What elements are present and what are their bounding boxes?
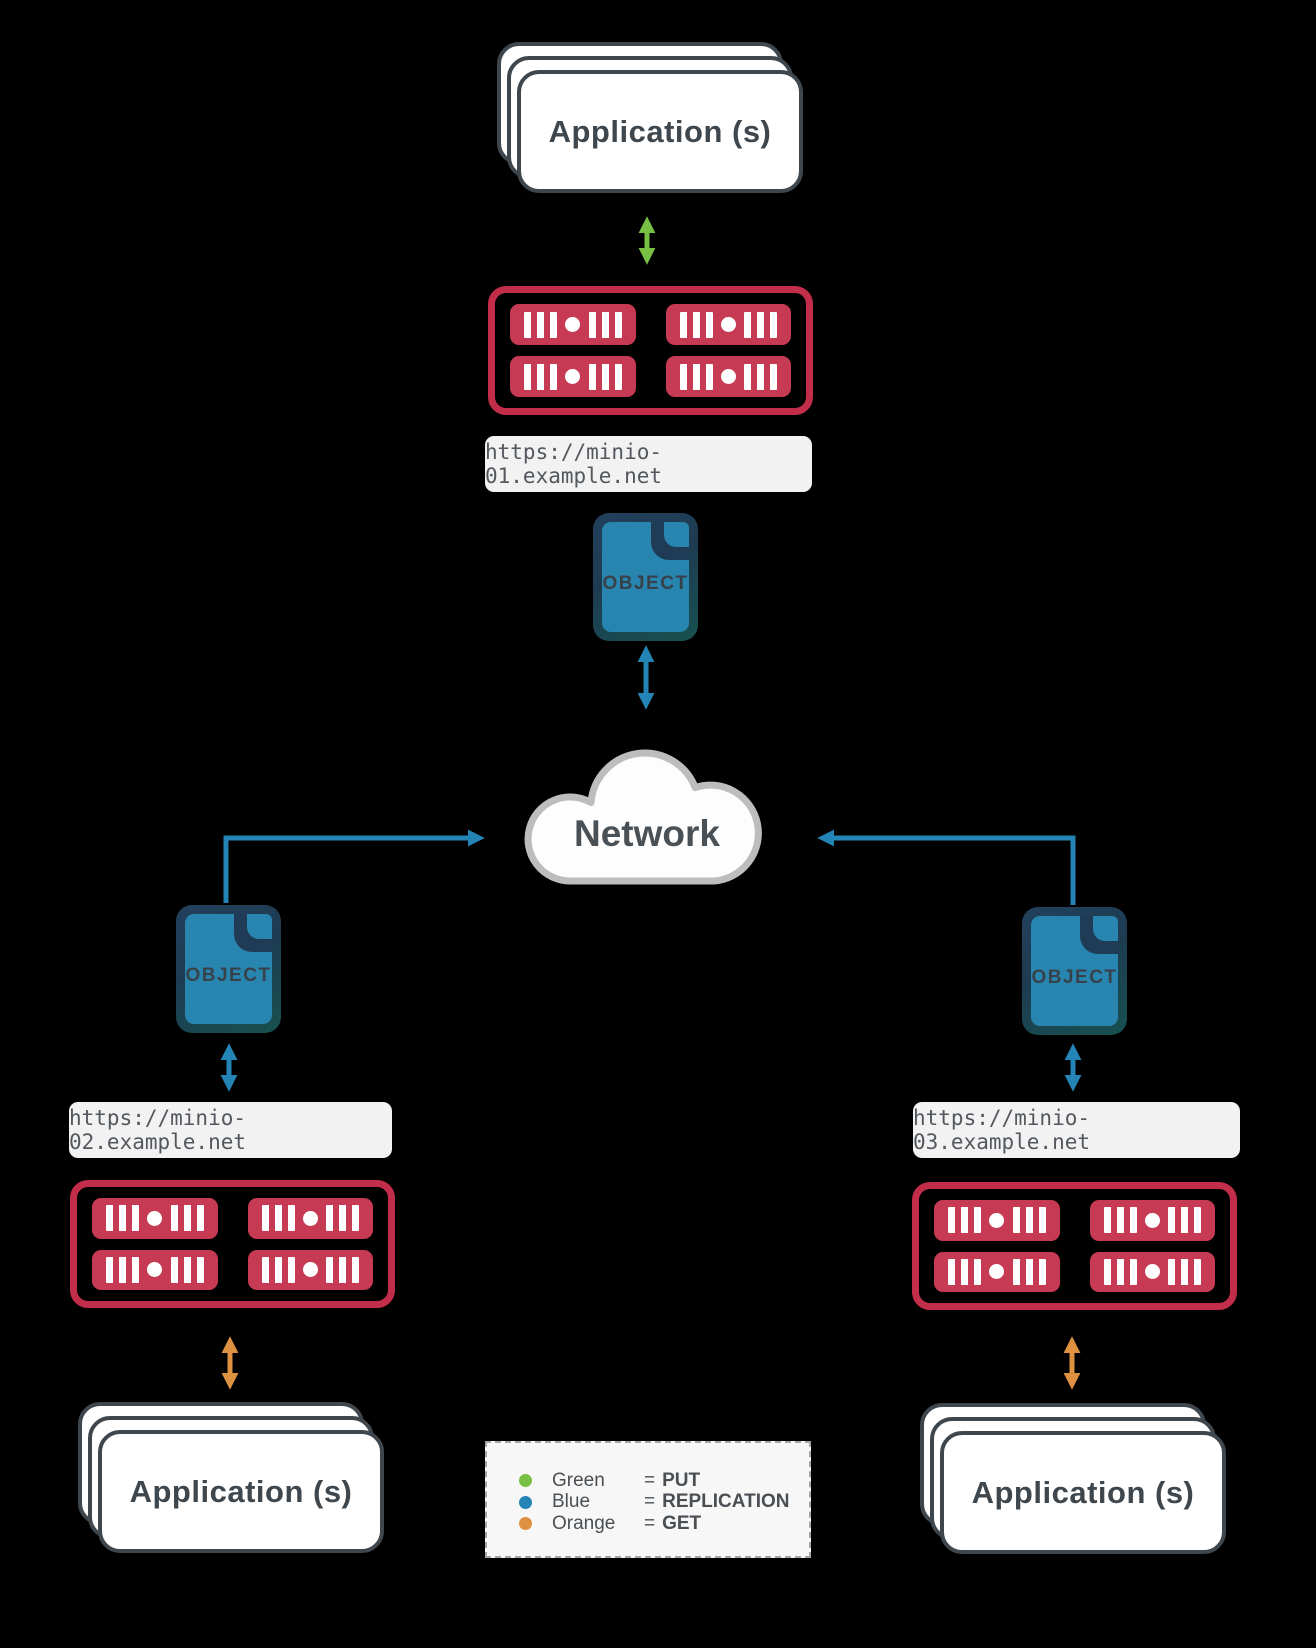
led-dot-icon	[565, 317, 581, 332]
drive-bars-icon	[588, 311, 622, 338]
server-node	[92, 1249, 218, 1290]
application-label: Application (s)	[548, 113, 772, 149]
object-file-icon-top: OBJECT	[593, 513, 698, 641]
server-node	[247, 1198, 373, 1239]
legend: Green = PUT Blue = REPLICATION Orange = …	[485, 1441, 811, 1558]
application-stack-top: Application (s)	[497, 42, 803, 193]
drive-bars-icon	[744, 363, 777, 390]
led-dot-icon	[147, 1210, 163, 1226]
led-dot-icon	[1144, 1212, 1160, 1228]
application-stack-left: Application (s)	[78, 1402, 384, 1553]
legend-color-name: Green	[552, 1469, 605, 1491]
led-dot-icon	[1144, 1264, 1160, 1280]
server-node	[1089, 1251, 1215, 1292]
drive-bars-icon	[948, 1258, 981, 1285]
led-dot-icon	[720, 369, 736, 384]
server-node	[510, 356, 636, 397]
object-label: OBJECT	[185, 965, 272, 986]
object-file-icon-right: OBJECT	[1022, 907, 1127, 1035]
server-cluster-icon-left	[70, 1180, 395, 1308]
network-cloud-icon: Network	[518, 727, 776, 889]
drive-bars-icon	[106, 1256, 139, 1283]
legend-equals: =	[644, 1491, 656, 1513]
drive-bars-icon	[744, 311, 777, 338]
led-dot-icon	[565, 369, 581, 384]
led-dot-icon	[989, 1212, 1005, 1228]
application-card-front: Application (s)	[940, 1431, 1226, 1554]
drive-bars-icon	[326, 1205, 359, 1232]
drive-bars-icon	[1168, 1207, 1201, 1234]
drive-bars-icon	[588, 363, 622, 390]
drive-bars-icon	[948, 1207, 981, 1234]
led-dot-icon	[720, 317, 736, 332]
drive-bars-icon	[106, 1205, 139, 1232]
drive-bars-icon	[170, 1205, 204, 1232]
drive-bars-icon	[261, 1205, 295, 1232]
legend-row-orange: Orange = GET	[519, 1513, 809, 1535]
legend-row-blue: Blue = REPLICATION	[519, 1491, 809, 1514]
legend-color-name: Blue	[552, 1491, 591, 1513]
server-node	[665, 304, 791, 345]
led-dot-icon	[302, 1262, 318, 1278]
server-node	[247, 1249, 373, 1290]
server-node	[510, 304, 636, 345]
server-node	[665, 356, 791, 397]
url-text: https://minio-02.example.net	[69, 1106, 247, 1154]
drive-bars-icon	[1012, 1207, 1046, 1234]
led-dot-icon	[302, 1210, 318, 1226]
object-file-icon-left: OBJECT	[176, 905, 281, 1033]
url-text: https://minio-03.example.net	[913, 1106, 1091, 1154]
legend-row-green: Green = PUT	[519, 1470, 809, 1492]
endpoint-url-minio-03: https://minio-03.example.net	[913, 1102, 1240, 1158]
application-label: Application (s)	[971, 1474, 1195, 1510]
server-cluster-icon-right	[912, 1182, 1237, 1310]
object-label: OBJECT	[1031, 967, 1118, 988]
endpoint-url-minio-01: https://minio-01.example.net	[485, 436, 812, 492]
drive-bars-icon	[326, 1256, 359, 1283]
drive-bars-icon	[524, 311, 557, 338]
object-label: OBJECT	[602, 573, 689, 594]
led-dot-icon	[147, 1262, 163, 1278]
legend-value: REPLICATION	[662, 1491, 790, 1513]
network-label: Network	[574, 813, 720, 854]
drive-bars-icon	[170, 1256, 204, 1283]
legend-value: PUT	[662, 1469, 701, 1491]
drive-bars-icon	[1012, 1258, 1046, 1285]
server-cluster-icon-top	[488, 286, 813, 415]
server-node	[934, 1251, 1060, 1292]
legend-color-name: Orange	[552, 1512, 616, 1534]
folded-corner-flap	[1093, 916, 1118, 941]
endpoint-url-minio-02: https://minio-02.example.net	[69, 1102, 392, 1158]
drive-bars-icon	[1103, 1258, 1137, 1285]
legend-value: GET	[662, 1512, 702, 1534]
cloud-shape	[524, 749, 762, 885]
server-node	[1089, 1200, 1215, 1241]
application-stack-right: Application (s)	[920, 1403, 1226, 1554]
legend-dot-blue	[519, 1495, 532, 1509]
drive-bars-icon	[1168, 1258, 1201, 1285]
folded-corner-flap	[247, 914, 272, 939]
led-dot-icon	[989, 1264, 1005, 1280]
drive-bars-icon	[1103, 1207, 1137, 1234]
application-card-front: Application (s)	[517, 70, 803, 193]
legend-dot-orange	[519, 1517, 532, 1531]
drive-bars-icon	[679, 311, 713, 338]
url-text: https://minio-01.example.net	[485, 440, 663, 488]
legend-dot-green	[519, 1474, 532, 1488]
legend-equals: =	[644, 1512, 656, 1534]
replication-arrow-right-to-network	[817, 829, 1076, 905]
drive-bars-icon	[679, 363, 713, 390]
folded-corner-flap	[664, 522, 689, 547]
server-node	[934, 1200, 1060, 1241]
application-card-front: Application (s)	[98, 1430, 384, 1553]
drive-bars-icon	[261, 1256, 295, 1283]
drive-bars-icon	[524, 363, 557, 390]
server-node	[92, 1198, 218, 1239]
application-label: Application (s)	[129, 1473, 353, 1509]
replication-arrow-left-to-network	[223, 829, 485, 903]
legend-equals: =	[644, 1469, 656, 1491]
